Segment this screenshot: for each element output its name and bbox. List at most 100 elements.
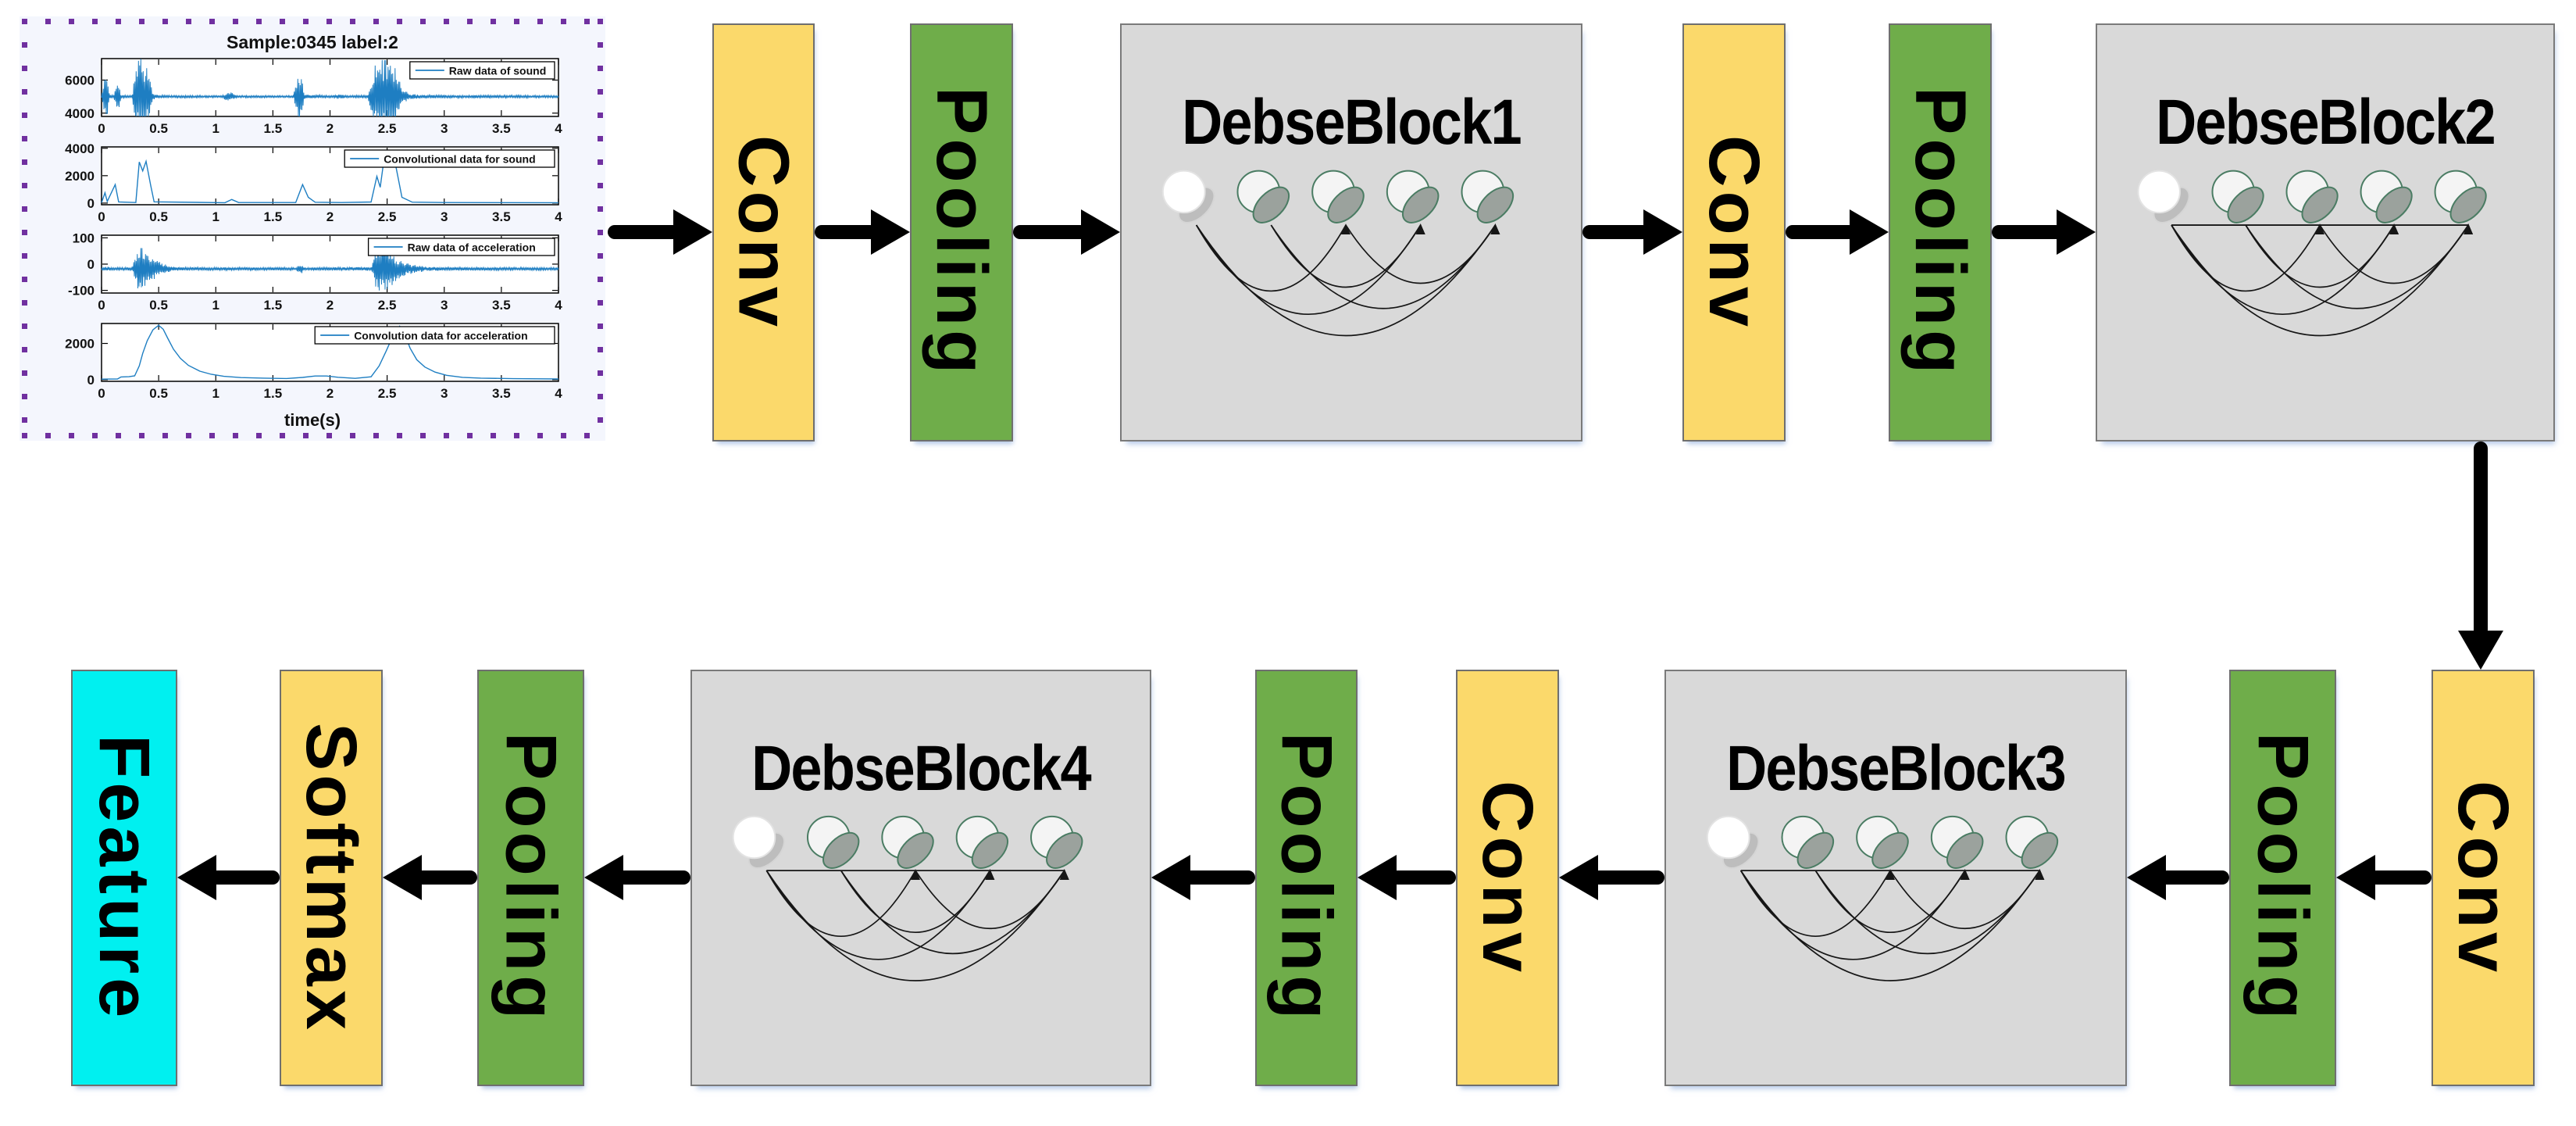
svg-text:0: 0 [98,298,105,313]
svg-text:100: 100 [73,232,95,245]
svg-text:6000: 6000 [65,73,95,88]
conv-bar-4-label: Conv [2443,780,2523,976]
svg-text:3.5: 3.5 [492,209,511,224]
debse-block-4: DebseBlock4 [690,670,1151,1086]
pooling-bar-5: Pooling [2229,670,2336,1086]
arrow-right-5 [1786,209,1889,255]
feature-bar: Feature [71,670,177,1086]
svg-text:-100: -100 [68,284,95,298]
svg-text:2: 2 [326,209,334,224]
arrow-left-1 [2336,855,2432,900]
svg-text:4: 4 [555,386,562,401]
svg-text:Convolutional data for sound: Convolutional data for sound [384,153,535,166]
arrow-left-7 [383,855,477,900]
arrow-right-6 [1992,209,2096,255]
pooling-bar-2-label: Pooling [1900,87,1980,378]
debse-block-2-title: DebseBlock2 [2156,87,2496,158]
svg-text:2000: 2000 [65,337,95,352]
svg-text:0: 0 [87,196,95,211]
arrow-left-2 [2127,855,2229,900]
arrow-right-3 [1013,209,1120,255]
svg-text:0: 0 [87,257,95,272]
pooling-bar-4-label: Pooling [1266,732,1347,1024]
pooling-bar-2: Pooling [1889,23,1992,441]
dense-connections-graphic-1 [1161,170,1515,337]
svg-text:2: 2 [326,298,334,313]
svg-text:0: 0 [98,386,105,401]
svg-text:0.5: 0.5 [149,121,168,136]
svg-text:2.5: 2.5 [378,386,397,401]
svg-text:3: 3 [441,386,448,401]
svg-text:4000: 4000 [65,106,95,121]
dense-connections-graphic-4 [732,815,1083,981]
svg-text:1: 1 [212,298,219,313]
panel-dotted-border-right [598,19,603,438]
svg-text:4: 4 [555,121,562,136]
panel-dotted-border-left [22,19,27,438]
svg-text:Convolution data for accelerat: Convolution data for acceleration [354,330,527,342]
arrow-down-1 [2458,441,2503,670]
svg-text:2.5: 2.5 [378,121,397,136]
conv-bar-2: Conv [1682,23,1786,441]
arrow-right-2 [815,209,910,255]
svg-text:4: 4 [555,298,562,313]
softmax-bar: Softmax [280,670,383,1086]
arrow-left-5 [1151,855,1255,900]
softmax-bar-label: Softmax [291,722,371,1034]
svg-text:1.5: 1.5 [264,121,283,136]
arrow-left-3 [1559,855,1664,900]
svg-text:1: 1 [212,386,219,401]
svg-text:1.5: 1.5 [264,209,283,224]
conv-bar-4: Conv [2432,670,2535,1086]
svg-text:0.5: 0.5 [149,209,168,224]
debse-block-2: DebseBlock2 [2096,23,2555,441]
pooling-bar-1-label: Pooling [922,87,1001,378]
svg-text:3.5: 3.5 [492,386,511,401]
arrow-left-4 [1358,855,1456,900]
arrow-right-1 [608,209,712,255]
feature-bar-label: Feature [84,734,164,1022]
debse-block-1-title: DebseBlock1 [1182,87,1522,158]
svg-text:3.5: 3.5 [492,298,511,313]
conv-bar-1: Conv [712,23,815,441]
svg-text:1: 1 [212,121,219,136]
svg-text:2.5: 2.5 [378,209,397,224]
svg-text:3: 3 [441,209,448,224]
svg-text:4000: 4000 [65,144,95,156]
pooling-bar-4: Pooling [1255,670,1358,1086]
conv-bar-2-label: Conv [1694,134,1774,331]
svg-text:0: 0 [98,121,105,136]
svg-text:3: 3 [441,298,448,313]
arrow-right-4 [1582,209,1682,255]
svg-text:Raw data of sound: Raw data of sound [449,65,546,77]
panel-dotted-border-top [22,19,603,24]
conv-bar-3-label: Conv [1468,780,1547,976]
debse-block-1: DebseBlock1 [1120,23,1582,441]
svg-text:0.5: 0.5 [149,298,168,313]
conv-bar-3: Conv [1456,670,1559,1086]
debse-block-3: DebseBlock3 [1664,670,2127,1086]
debse-block-4-title: DebseBlock4 [751,733,1092,804]
svg-text:2: 2 [326,386,334,401]
svg-text:4: 4 [555,209,562,224]
svg-text:1: 1 [212,209,219,224]
arrow-left-8 [177,855,280,900]
pooling-bar-1: Pooling [910,23,1013,441]
panel-title: Sample:0345 label:2 [227,32,398,52]
panel-dotted-border-bottom [22,433,603,438]
svg-text:0: 0 [98,209,105,224]
pooling-bar-5-label: Pooling [2242,732,2323,1024]
pooling-bar-3-label: Pooling [491,732,571,1024]
svg-text:1.5: 1.5 [264,386,283,401]
x-axis-label: time(s) [284,410,341,430]
svg-text:3: 3 [441,121,448,136]
pooling-bar-3: Pooling [477,670,584,1086]
svg-text:2.5: 2.5 [378,298,397,313]
svg-text:3.5: 3.5 [492,121,511,136]
